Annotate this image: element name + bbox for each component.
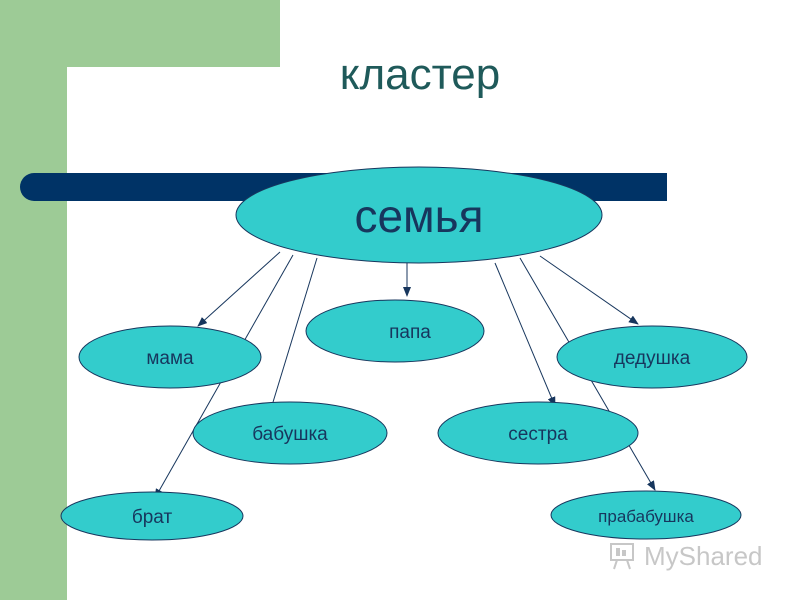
watermark-text: MyShared [644,540,763,571]
green-top-decoration [0,0,280,67]
arrow-to-dedushka [539,255,639,325]
arrow-to-mama [197,251,281,327]
node-prababushka: прабабушка [550,490,742,540]
presentation-board-icon [610,543,634,570]
green-sidebar-decoration [0,0,67,600]
node-brat-label: брат [132,507,173,528]
center-node-label: семья [354,190,483,242]
node-babushka: бабушка [192,401,388,465]
node-prababushka-label: прабабушка [598,507,694,526]
rounded-corner-decoration [67,67,187,177]
node-sestra-label: сестра [508,424,568,445]
node-papa: папа [305,299,485,363]
node-mama: мама [78,325,262,389]
node-dedushka-label: дедушка [614,348,691,369]
arrow-to-sestra [494,262,556,407]
node-babushka-label: бабушка [252,424,328,445]
node-mama-label: мама [146,348,194,369]
slide-title: кластер [339,50,501,99]
center-node: семья [235,166,603,264]
arrow-to-babushka [268,257,318,413]
watermark: MyShared [608,538,778,574]
node-papa-label: папа [389,322,431,343]
node-dedushka: дедушка [556,325,748,389]
node-sestra: сестра [437,401,639,465]
node-brat: брат [60,491,244,541]
